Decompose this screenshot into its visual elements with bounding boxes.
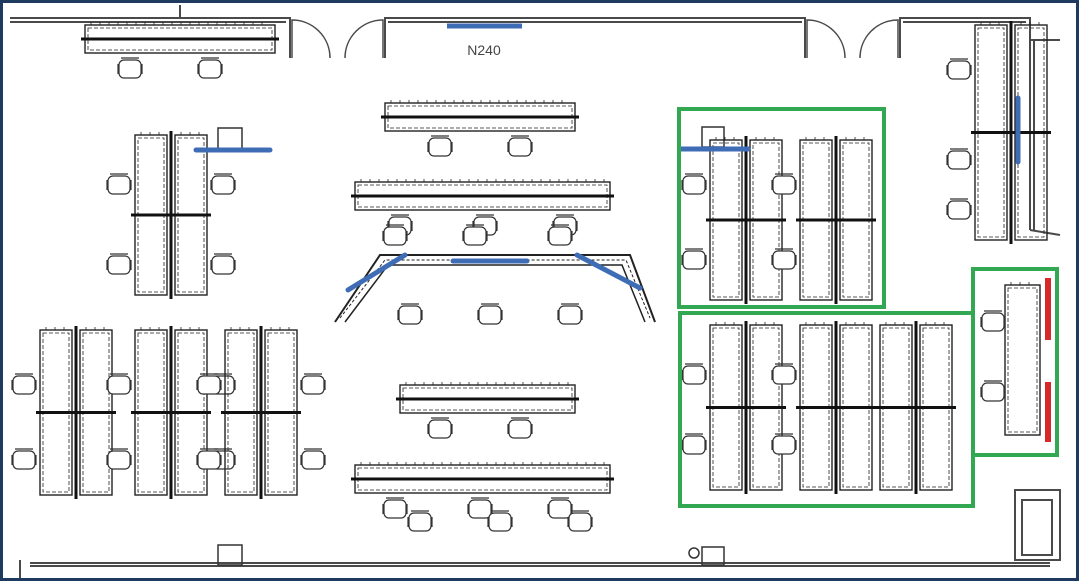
chair-icon	[467, 497, 493, 519]
chair-icon	[197, 57, 223, 79]
chair-icon	[681, 173, 707, 195]
chair-icon	[477, 303, 503, 325]
chair-icon	[397, 303, 423, 325]
zone-upper-right-pod[interactable]	[677, 107, 886, 309]
chair-icon	[117, 57, 143, 79]
desk-module	[1004, 282, 1041, 436]
chair-icon	[771, 363, 797, 385]
chair-icon	[771, 173, 797, 195]
workstation-layout	[11, 21, 1051, 532]
chair-icon	[300, 373, 326, 395]
chair-icon	[946, 198, 972, 220]
chair-icon	[681, 433, 707, 455]
blue-wall-markers	[193, 95, 1021, 293]
chair-icon	[106, 448, 132, 470]
chair-icon	[11, 373, 37, 395]
chair-icon	[557, 303, 583, 325]
chair-icon	[487, 510, 513, 532]
door-swing-icon	[291, 19, 899, 59]
chair-icon	[196, 448, 222, 470]
chair-icon	[507, 417, 533, 439]
chair-icon	[407, 510, 433, 532]
chair-icon	[980, 310, 1006, 332]
chair-icon	[462, 224, 488, 246]
chair-icon	[567, 510, 593, 532]
chair-icon	[946, 148, 972, 170]
chair-icon	[382, 224, 408, 246]
chair-icon	[382, 497, 408, 519]
room-label: N240	[467, 42, 501, 58]
chair-icon	[106, 173, 132, 195]
chair-icon	[106, 253, 132, 275]
chair-icon	[300, 448, 326, 470]
chair-icon	[427, 417, 453, 439]
chair-icon	[106, 373, 132, 395]
zone-east-wall-pod[interactable]	[971, 267, 1059, 457]
chair-icon	[210, 173, 236, 195]
chair-icon	[946, 58, 972, 80]
zone-lower-right-pods[interactable]	[678, 311, 975, 508]
chair-icon	[681, 363, 707, 385]
chair-icon	[210, 253, 236, 275]
chair-icon	[196, 373, 222, 395]
chair-icon	[681, 248, 707, 270]
chair-icon	[980, 380, 1006, 402]
highlight-zones	[677, 107, 1059, 508]
chair-icon	[507, 135, 533, 157]
chair-icon	[547, 497, 573, 519]
chair-icon	[11, 448, 37, 470]
chair-icon	[771, 248, 797, 270]
walls	[10, 5, 1061, 578]
chair-icon	[427, 135, 453, 157]
chair-icon	[547, 224, 573, 246]
chair-icon	[771, 433, 797, 455]
